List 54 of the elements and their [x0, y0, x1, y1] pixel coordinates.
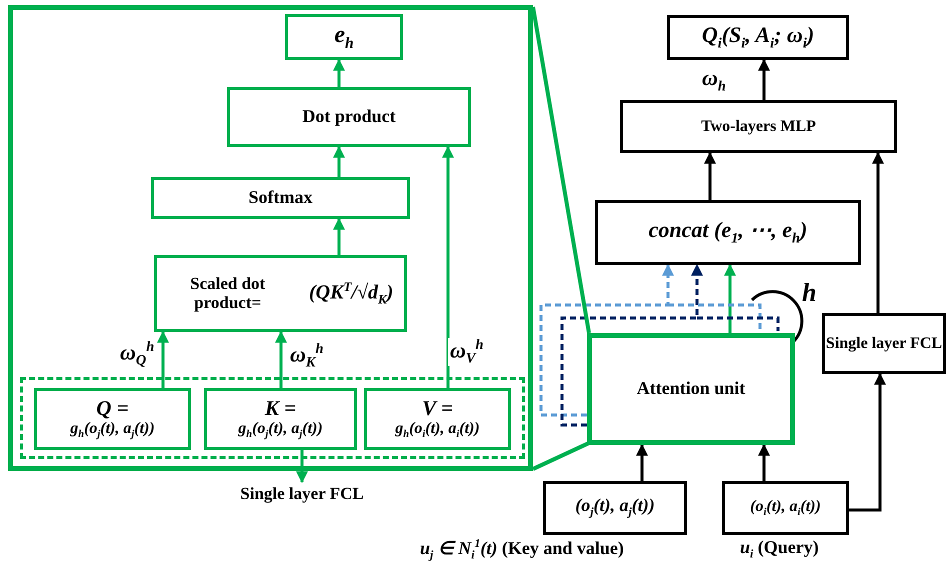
process-box — [722, 481, 849, 535]
arrow — [540, 264, 674, 416]
process-box — [822, 313, 946, 374]
arrow — [333, 218, 345, 255]
process-box — [620, 100, 897, 153]
process-box — [154, 255, 407, 332]
arrow — [333, 58, 345, 87]
process-box — [595, 200, 861, 265]
arrow — [333, 146, 345, 177]
box-text: Dot product — [302, 107, 396, 127]
process-box — [227, 87, 471, 147]
arrow — [758, 444, 770, 481]
dashed-group-box — [20, 377, 525, 459]
arrow — [872, 152, 884, 313]
arrow — [442, 146, 454, 388]
box-text: Softmax — [248, 188, 312, 208]
box-text: Two-layers MLP — [701, 118, 816, 136]
process-box — [667, 15, 849, 60]
formula-text: Q = — [96, 397, 129, 420]
arrow — [560, 264, 703, 426]
box-text: Scaled dot product= — [189, 274, 266, 312]
node-caption: u$_{i}$ (Query) — [738, 538, 821, 560]
fcl-label: Single layer FCL — [212, 482, 392, 506]
formula-text: V = — [422, 397, 453, 420]
node-caption: u$_{j}$ ∈ N$_{i}$$^{1}$(t) (Key and value) — [418, 538, 626, 562]
process-box — [34, 388, 191, 450]
arrow — [296, 450, 308, 484]
formula-text: (o$_{j}$(t), a$_{j}$(t)) — [575, 496, 655, 520]
process-box — [543, 481, 687, 535]
formula-text: K = — [264, 397, 296, 420]
process-box — [285, 14, 403, 60]
formula-text: concat (e$_{1}$, ⋯, e$_{h}$) — [648, 218, 808, 248]
formula-text: g$_{h}$(o$_{j}$(t), a$_{j}$(t)) — [238, 420, 323, 441]
process-box — [151, 177, 410, 219]
formula-text: Q$_{i}$(S$_{i}$, A$_{i}$; ω$_{i}$) — [702, 22, 814, 52]
repeat-label: h — [801, 280, 818, 306]
formula-text: e$_{h}$ — [334, 22, 354, 52]
process-box — [364, 388, 511, 450]
arrow — [275, 330, 287, 388]
process-box — [204, 388, 357, 450]
attention-box — [587, 333, 795, 445]
arrow — [758, 58, 770, 100]
formula-text: (o$_{i}$(t), a$_{i}$(t)) — [750, 498, 821, 518]
arrow — [724, 264, 736, 333]
box-text: Attention unit — [636, 379, 746, 399]
arrow — [849, 372, 886, 512]
zoom-frame — [8, 5, 533, 471]
arrow — [704, 152, 716, 200]
formula-text: (QK$^{T}$/√d$_{K}$) — [309, 280, 394, 307]
formula-text: g$_{h}$(o$_{j}$(t), a$_{j}$(t)) — [70, 420, 155, 441]
arrow — [636, 444, 648, 481]
arrow — [157, 330, 169, 388]
box-text: Single layer FCL — [826, 334, 942, 352]
formula-text: g$_{h}$(o$_{i}$(t), a$_{i}$(t)) — [395, 420, 480, 441]
